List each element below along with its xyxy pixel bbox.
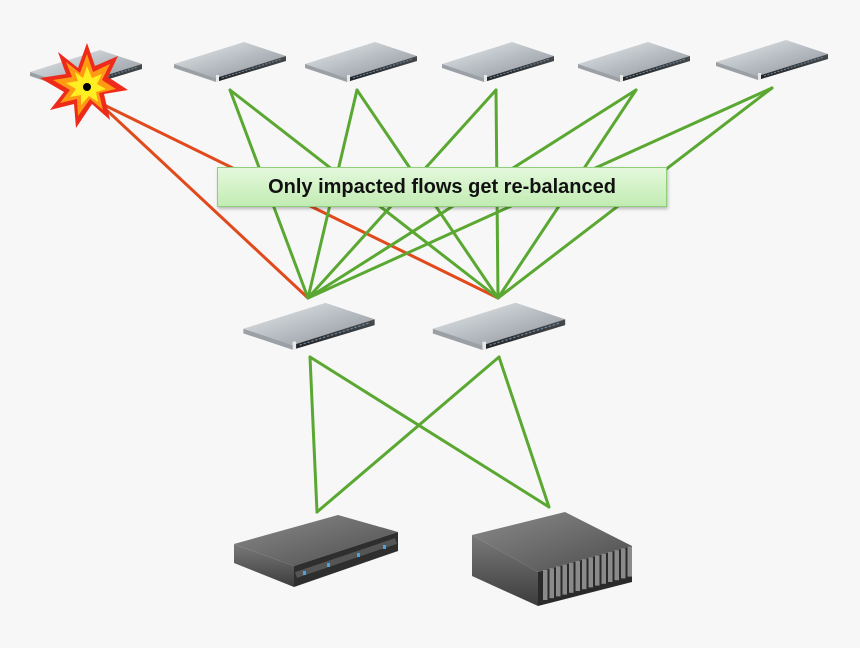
- link-s1-h0: [315, 355, 501, 514]
- top-switch-4[interactable]: [577, 41, 691, 82]
- switch-icon: [242, 302, 376, 350]
- blade-slot: [569, 562, 574, 593]
- blade-slot: [543, 570, 548, 600]
- blade-slot: [562, 564, 567, 595]
- link-t0-s0: [96, 100, 310, 300]
- switch-icon: [441, 41, 555, 82]
- rack-server[interactable]: [234, 515, 398, 587]
- blade-slot: [595, 555, 600, 586]
- blade-slot: [588, 557, 593, 588]
- top-switch-3[interactable]: [441, 41, 555, 82]
- blade-slot: [614, 550, 619, 581]
- blade-slot: [621, 548, 626, 579]
- drive-led: [327, 563, 330, 567]
- blade-slot: [556, 566, 561, 597]
- switch-icon: [715, 39, 829, 80]
- blade-slot: [575, 561, 580, 591]
- spine-switch-2[interactable]: [432, 302, 566, 350]
- switch-icon: [577, 41, 691, 82]
- link-s0-h1: [308, 355, 551, 509]
- link-s0-h0: [308, 355, 319, 514]
- drive-led: [383, 545, 386, 549]
- switch-icon: [432, 302, 566, 350]
- top-switch-2[interactable]: [304, 41, 418, 82]
- annotation-banner: Only impacted flows get re-balanced: [217, 167, 667, 207]
- failure-explosion-icon: [40, 43, 128, 128]
- spine-switch-1[interactable]: [242, 302, 376, 350]
- blade-slots: [543, 546, 632, 600]
- top-switch-5[interactable]: [715, 39, 829, 80]
- blade-slot: [627, 546, 632, 577]
- link-s1-h1: [497, 355, 551, 509]
- top-switch-1[interactable]: [173, 41, 287, 82]
- switch-icon: [173, 41, 287, 82]
- drive-led: [357, 553, 360, 557]
- blade-slot: [549, 568, 554, 599]
- annotation-text: Only impacted flows get re-balanced: [268, 175, 616, 198]
- drive-led: [303, 571, 306, 575]
- blade-chassis[interactable]: [472, 512, 632, 606]
- switch-icon: [304, 41, 418, 82]
- blade-slot: [608, 552, 613, 582]
- links-layer: [96, 86, 774, 514]
- blade-slot: [582, 559, 587, 590]
- blade-slot: [601, 553, 606, 584]
